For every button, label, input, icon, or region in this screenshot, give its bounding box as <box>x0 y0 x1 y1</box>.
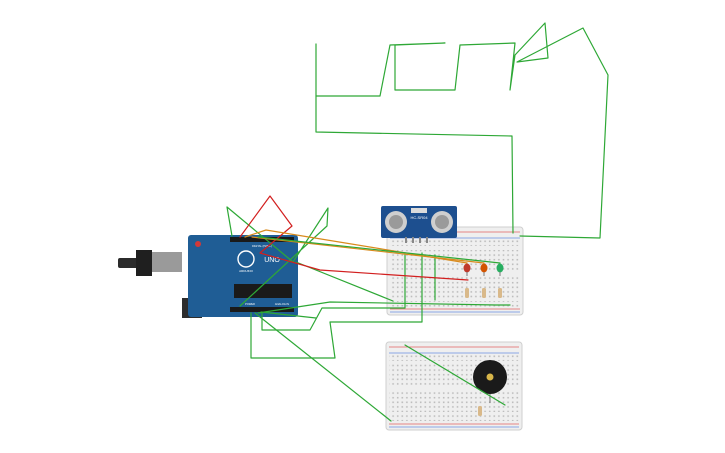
green-wire <box>261 254 406 331</box>
green-wire <box>254 312 392 422</box>
digital-header <box>230 237 294 242</box>
resistor <box>498 288 502 298</box>
resistor <box>465 288 469 298</box>
resistor <box>482 288 486 298</box>
board-brand: ARDUINO <box>239 269 254 273</box>
board-model: UNO <box>264 257 280 264</box>
orange-led <box>480 263 488 273</box>
sensor-label: HC-SR04 <box>410 215 428 220</box>
resistors <box>465 288 502 416</box>
reset-button <box>195 241 201 247</box>
green-wire <box>250 252 423 359</box>
green-wire <box>257 236 501 264</box>
digital-label: DIGITAL (PWM~) <box>252 244 272 248</box>
resistor <box>478 406 482 416</box>
piezo-buzzer <box>473 360 507 403</box>
green-wire <box>257 301 511 314</box>
power-label: POWER <box>245 302 255 306</box>
power-analog-header <box>230 307 294 312</box>
wires <box>226 22 609 422</box>
green-wire <box>315 22 609 239</box>
arduino-uno: UNO ARDUINO DIGITAL (PWM~) POWER ANALOG … <box>118 235 298 318</box>
green-wire <box>404 344 506 406</box>
ultrasonic-sensor: HC-SR04 <box>381 206 457 243</box>
green-wire <box>315 95 514 234</box>
analog-label: ANALOG IN <box>275 302 289 306</box>
usb-connector <box>152 252 182 272</box>
green-wire <box>295 261 394 302</box>
green-wire <box>226 206 329 307</box>
green-wire <box>260 311 317 319</box>
green-led <box>496 263 504 273</box>
usb-cable <box>118 258 138 268</box>
orange-wire <box>251 236 485 264</box>
arduino-logo <box>237 250 255 268</box>
microcontroller-chip <box>234 284 292 298</box>
leds <box>463 263 504 276</box>
red-led <box>463 263 471 273</box>
